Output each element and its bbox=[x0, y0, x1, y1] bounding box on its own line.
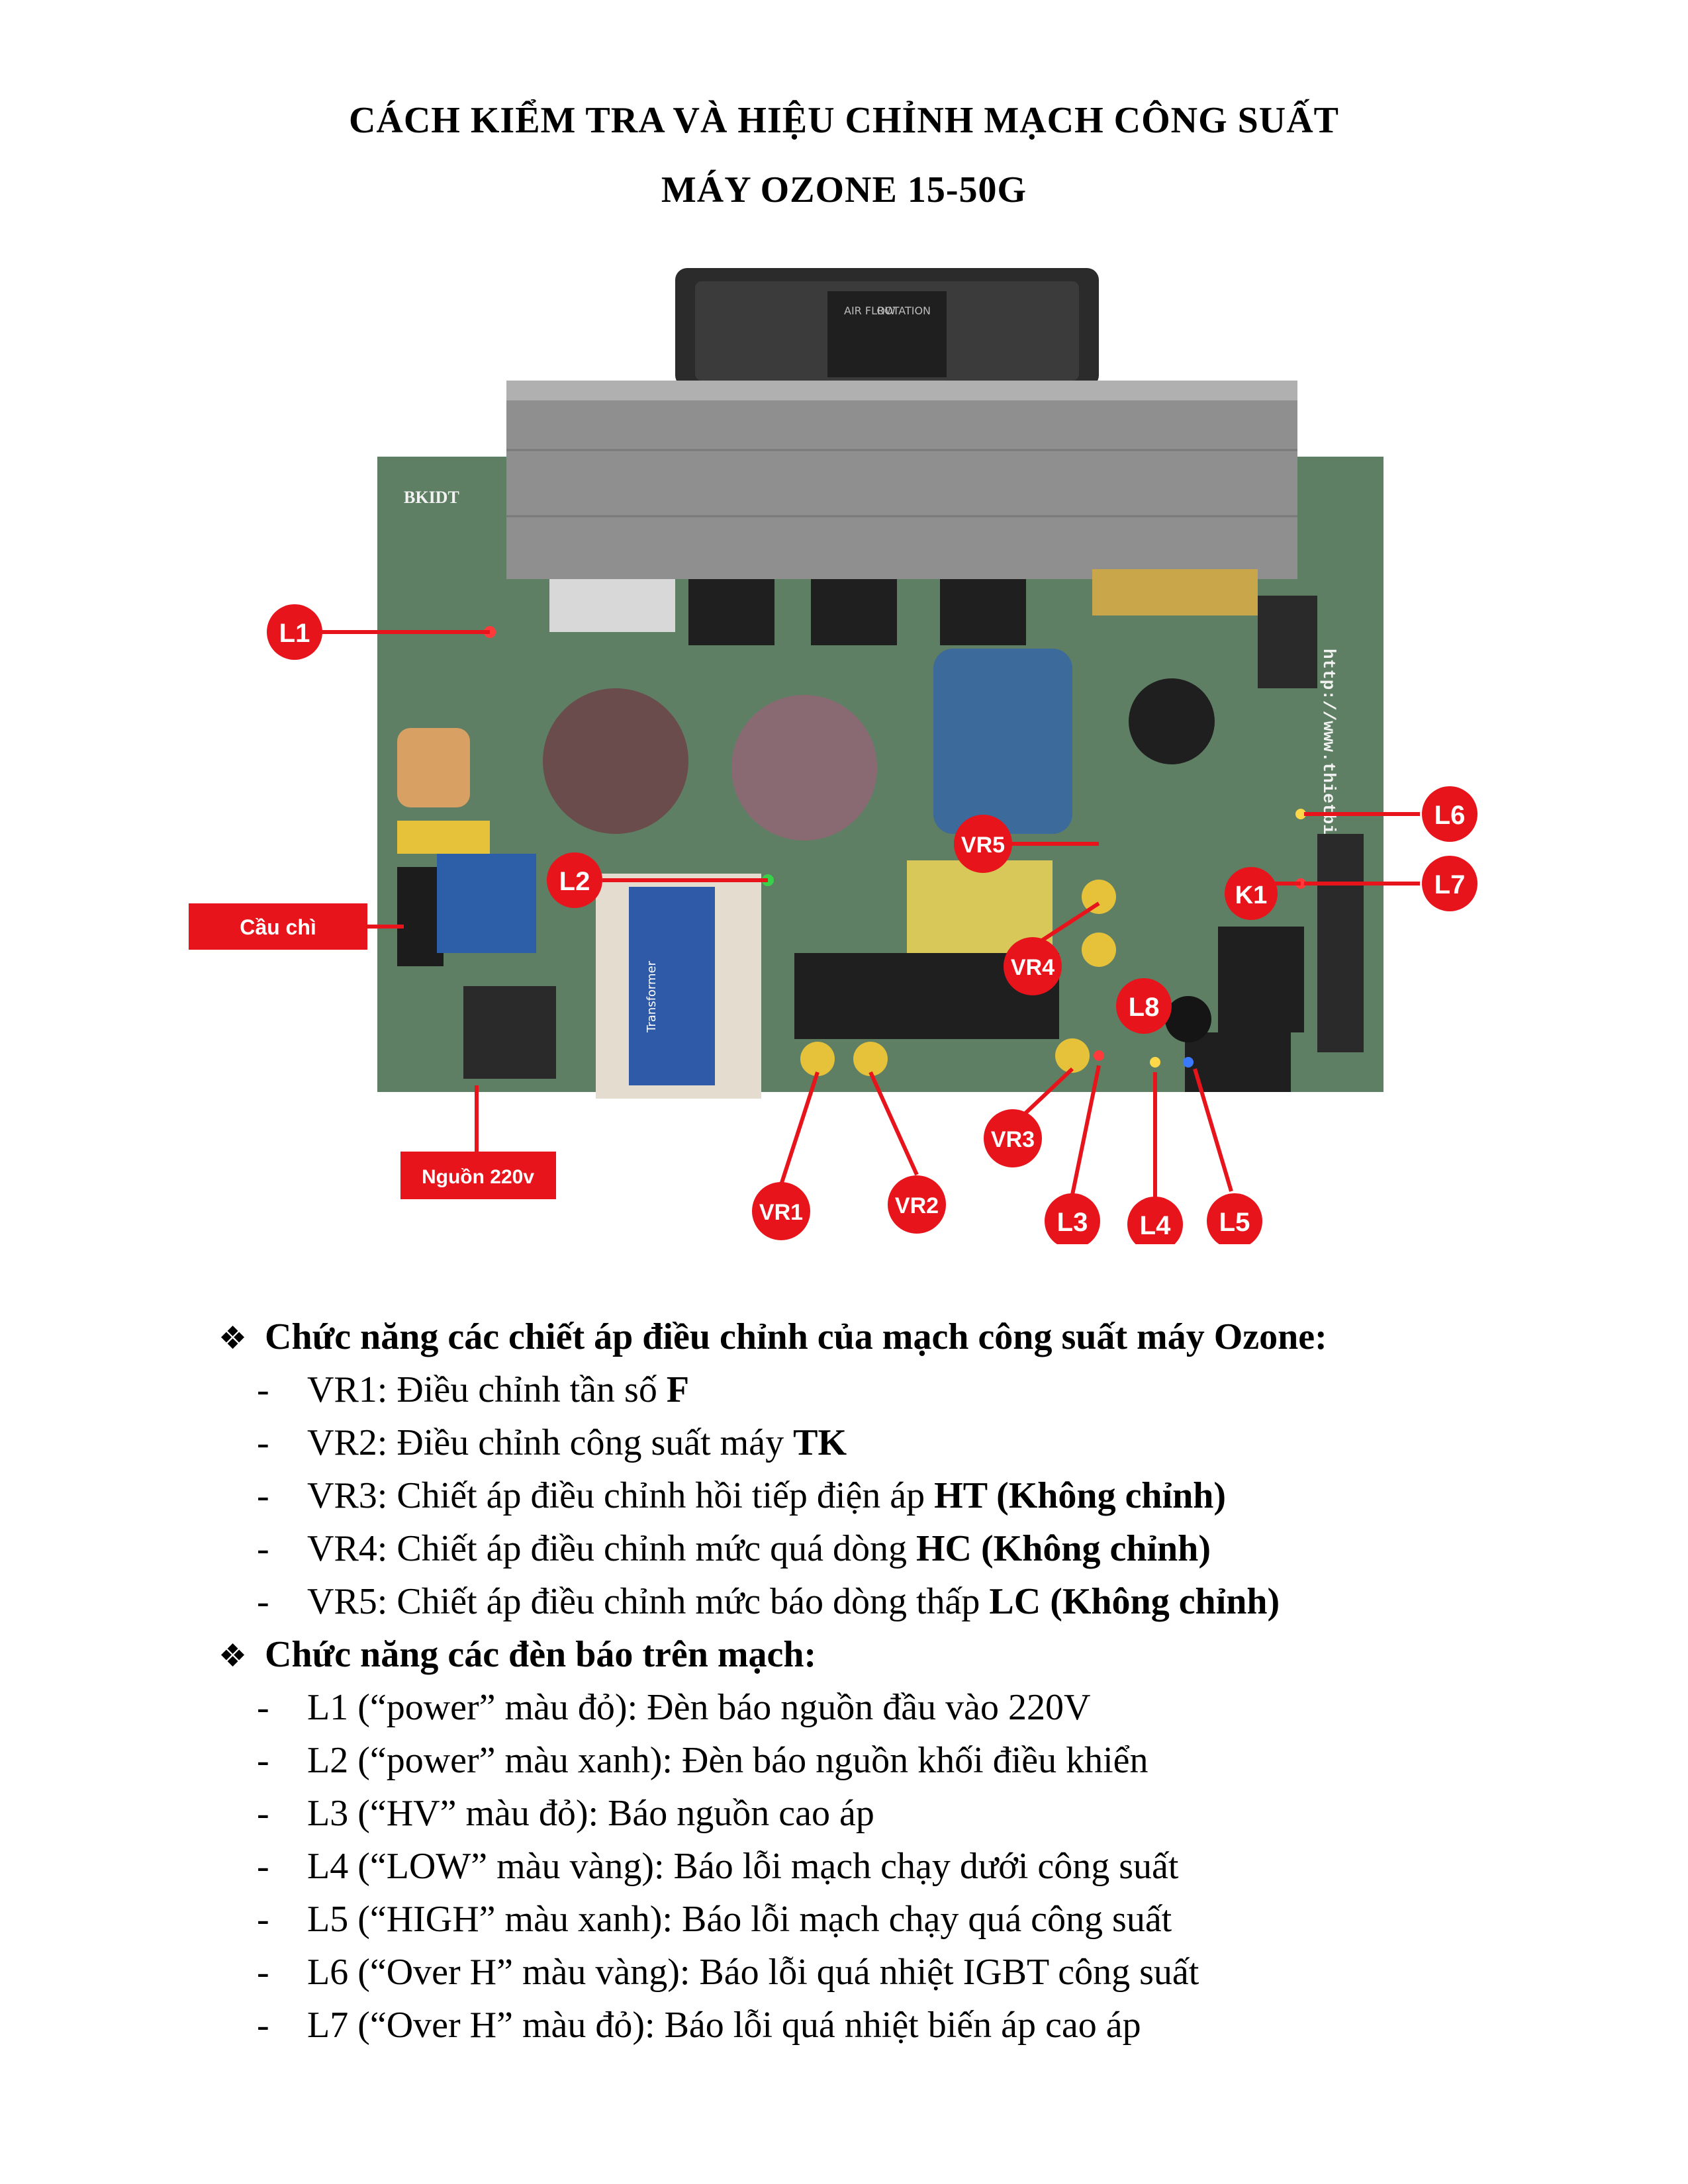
heatsink bbox=[506, 381, 1297, 579]
list-item: -VR1: Điều chỉnh tần số F bbox=[257, 1369, 690, 1410]
pcb-illustration: AIR FLOW ROTATION BKIDT http://www.thiet… bbox=[189, 268, 1477, 1244]
transformer-label: Transformer bbox=[645, 960, 659, 1033]
callout-fuse: Cầu chì bbox=[240, 915, 316, 939]
section-heading-indicators: ❖Chức năng các đèn báo trên mạch: bbox=[218, 1628, 816, 1682]
brand-logo: BKIDT bbox=[404, 488, 459, 507]
list-item: -L1 (“power” màu đỏ): Đèn báo nguồn đầu … bbox=[257, 1687, 1091, 1728]
diamond-bullet-icon: ❖ bbox=[218, 1637, 248, 1674]
callout-vr4: VR4 bbox=[1011, 955, 1055, 980]
callout-l5: L5 bbox=[1219, 1208, 1250, 1237]
section-heading-potentiometers: ❖Chức năng các chiết áp điều chỉnh của m… bbox=[218, 1310, 1327, 1365]
callout-l6: L6 bbox=[1434, 801, 1466, 830]
page-title-line-1: CÁCH KIỂM TRA VÀ HIỆU CHỈNH MẠCH CÔNG SU… bbox=[348, 100, 1340, 141]
callout-vr2: VR2 bbox=[895, 1193, 939, 1218]
callout-vr5: VR5 bbox=[961, 833, 1005, 858]
callout-vr1: VR1 bbox=[759, 1200, 803, 1225]
list-item: -L6 (“Over H” màu vàng): Báo lỗi quá nhi… bbox=[257, 1952, 1199, 1993]
page-title-line-2: MÁY OZONE 15-50G bbox=[661, 169, 1027, 210]
callout-l7: L7 bbox=[1434, 870, 1466, 899]
callout-vr3: VR3 bbox=[991, 1127, 1035, 1152]
callout-l2: L2 bbox=[559, 867, 590, 896]
diamond-bullet-icon: ❖ bbox=[218, 1320, 248, 1357]
list-item: -L7 (“Over H” màu đỏ): Báo lỗi quá nhiệt… bbox=[257, 2005, 1141, 2046]
callout-l8: L8 bbox=[1129, 993, 1160, 1022]
cooling-fan: AIR FLOW ROTATION bbox=[675, 268, 1099, 387]
list-item: -L3 (“HV” màu đỏ): Báo nguồn cao áp bbox=[257, 1793, 874, 1834]
callout-k1: K1 bbox=[1235, 882, 1268, 909]
list-item: -L5 (“HIGH” màu xanh): Báo lỗi mạch chạy… bbox=[257, 1899, 1172, 1940]
callout-l3: L3 bbox=[1057, 1208, 1088, 1237]
pcb-figure: AIR FLOW ROTATION BKIDT http://www.thiet… bbox=[0, 251, 1688, 1244]
list-item: -L4 (“LOW” màu vàng): Báo lỗi mạch chạy … bbox=[257, 1846, 1179, 1887]
list-item: -VR5: Chiết áp điều chỉnh mức báo dòng t… bbox=[257, 1581, 1280, 1622]
fan-airflow-label: AIR FLOW bbox=[844, 304, 896, 317]
callout-power-input: Nguồn 220v bbox=[422, 1166, 534, 1188]
list-item: -VR4: Chiết áp điều chỉnh mức quá dòng H… bbox=[257, 1528, 1211, 1569]
callout-l4: L4 bbox=[1140, 1211, 1171, 1240]
fan-rotation-label: ROTATION bbox=[877, 304, 931, 317]
list-item: -VR3: Chiết áp điều chỉnh hồi tiếp điện … bbox=[257, 1475, 1227, 1516]
callout-l1: L1 bbox=[279, 619, 310, 648]
list-item: -L2 (“power” màu xanh): Đèn báo nguồn kh… bbox=[257, 1740, 1149, 1781]
list-item: -VR2: Điều chỉnh công suất máy TK bbox=[257, 1422, 847, 1463]
